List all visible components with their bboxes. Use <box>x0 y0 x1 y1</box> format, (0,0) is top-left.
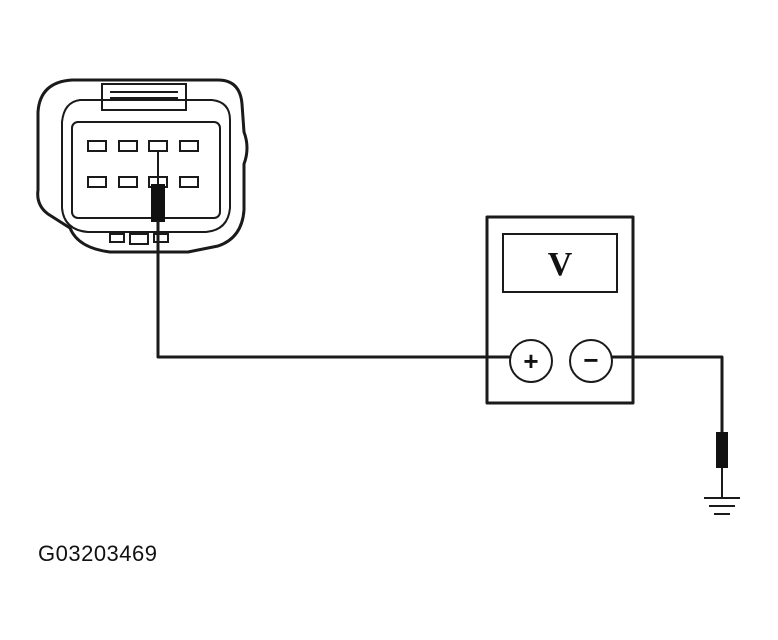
voltmeter-display <box>502 233 618 293</box>
connector-pin <box>87 176 107 188</box>
connector-pin <box>179 140 199 152</box>
voltmeter-body <box>485 215 635 405</box>
connector-pin <box>87 140 107 152</box>
test-probe-icon <box>151 151 165 222</box>
negative-terminal-symbol: − <box>583 345 598 375</box>
connector-locking-tab <box>101 83 187 111</box>
voltmeter: V + − <box>485 215 635 405</box>
negative-terminal <box>569 339 613 383</box>
ground-symbol-icon <box>704 497 740 515</box>
figure-id-label: G03203469 <box>38 541 158 566</box>
connector-pin <box>118 176 138 188</box>
positive-terminal <box>509 339 553 383</box>
connector-pin <box>118 140 138 152</box>
positive-terminal-symbol: + <box>523 346 538 376</box>
negative-lead-wire <box>610 355 724 434</box>
connector-8-pin-icon <box>36 78 249 254</box>
connector-pin <box>179 176 199 188</box>
voltmeter-display-symbol: V <box>548 246 573 283</box>
positive-lead-wire <box>156 220 512 359</box>
ground-probe-icon <box>716 432 728 498</box>
connector-pin <box>148 140 168 152</box>
